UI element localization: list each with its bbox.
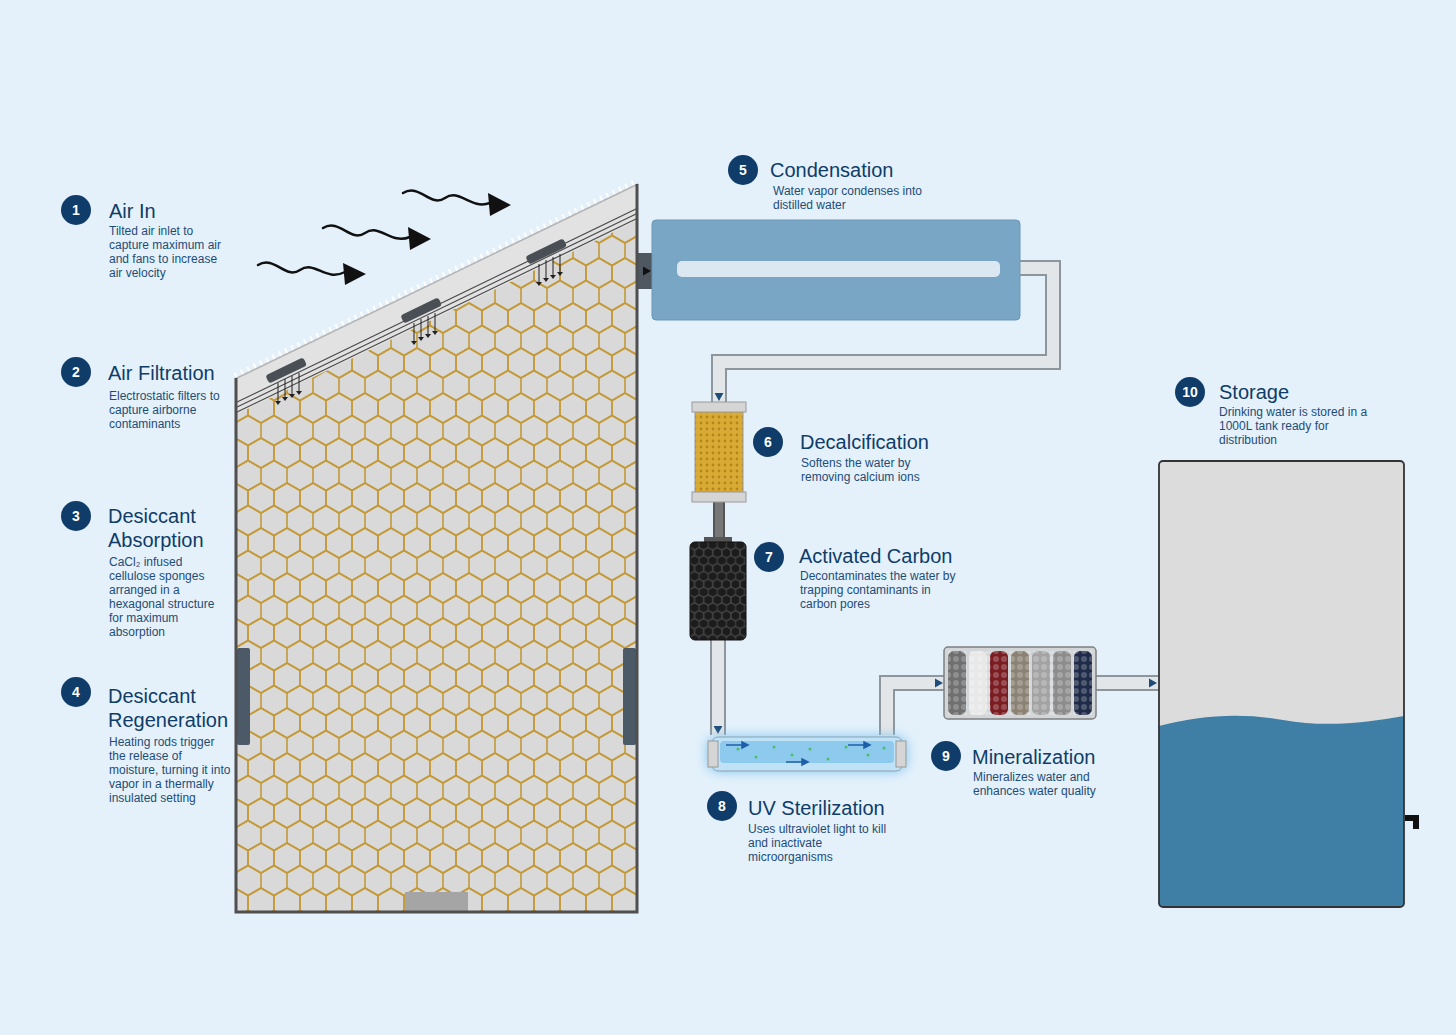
chamber-body [235, 183, 638, 913]
heating-rod [623, 648, 636, 745]
tube-cap [708, 741, 718, 767]
air-inlet-roof [235, 183, 638, 415]
step-description: Water vapor condenses into distilled wat… [773, 184, 923, 212]
mineral-layers [948, 651, 1092, 715]
flow-arrows [726, 742, 870, 765]
arrowhead [714, 726, 723, 734]
pipe-bore [887, 683, 944, 735]
pebble-texture [948, 651, 1092, 715]
step-heading: UV Sterilization [748, 796, 948, 820]
step-heading: Air In [109, 199, 233, 223]
cartridge-cap [692, 402, 746, 412]
pipe-wall [638, 253, 652, 289]
arrowhead [1149, 679, 1157, 688]
callout-number: 5 [728, 155, 758, 185]
mineral-cartridge [944, 647, 1096, 719]
pipe-wall [710, 640, 726, 735]
pipe-connector [638, 267, 652, 276]
cartridge-cap [692, 492, 746, 502]
step-description: Drinking water is stored in a 1000L tank… [1219, 405, 1369, 447]
step-description: Uses ultraviolet light to kill and inact… [748, 822, 888, 864]
step-heading: Decalcification [800, 430, 1000, 454]
decalcification-cartridge: DecalcificationSoftens the water by remo… [692, 402, 746, 502]
step-description: CaCl₂ infused cellulose sponges arranged… [109, 555, 231, 639]
callout-number: 2 [61, 357, 91, 387]
step-heading: Activated Carbon [799, 544, 999, 568]
storage-tank: StorageDrinking water is stored in a 100… [1158, 460, 1405, 908]
tank-body [1159, 461, 1404, 907]
uv-tube [712, 737, 902, 771]
callout-number: 3 [61, 501, 91, 531]
callout-number: 9 [931, 741, 961, 771]
decalcification-cartridge [692, 402, 746, 502]
wind-arrows [258, 191, 490, 275]
pipe-connector [1096, 679, 1158, 688]
uv-chamber [708, 735, 906, 773]
fan-airflow [278, 254, 560, 401]
uv-water [720, 741, 894, 763]
condenser [652, 220, 1020, 320]
pipe-connector [719, 502, 720, 537]
step-description: Tilted air inlet to capture maximum air … [109, 224, 231, 280]
pipe-wall [887, 683, 944, 735]
chamber-wall [236, 184, 637, 912]
step-description: Softens the water by removing calcium io… [801, 456, 941, 484]
drain-outlet [405, 892, 468, 911]
callout-number: 10 [1175, 377, 1205, 407]
step-heading: Desiccant Regeneration [108, 684, 232, 732]
desiccant-chamber [235, 183, 638, 913]
pipe-connector [887, 679, 944, 735]
callout-number: 8 [707, 791, 737, 821]
cartridge-housing [944, 647, 1096, 719]
uv-chamber: UV SterilizationUses ultraviolet light t… [708, 735, 906, 773]
step-heading: Mineralization [972, 745, 1172, 769]
callout-number: 4 [61, 677, 91, 707]
mineral-cartridge: MineralizationMineralizes water and enha… [944, 647, 1096, 719]
inlet-ridges [235, 181, 638, 376]
tank-water [1159, 716, 1404, 907]
honeycomb-sponges [235, 220, 638, 911]
pipe-bore [715, 502, 723, 537]
fan-airflow-heads [275, 272, 563, 405]
callout-number: 6 [753, 427, 783, 457]
pipe-bore [712, 640, 724, 735]
condenser-body [652, 220, 1020, 320]
fans [265, 238, 567, 383]
desiccant-chamber: Air InTilted air inlet to capture maximu… [235, 183, 638, 913]
step-description: Decontaminates the water by trapping con… [800, 569, 960, 611]
step-heading: Condensation [770, 158, 970, 182]
step-heading: Storage [1219, 380, 1419, 404]
callout-number: 1 [61, 195, 91, 225]
roof-edge [235, 184, 638, 379]
carbon-body [690, 542, 746, 640]
tube-cap [896, 741, 906, 767]
arrowhead [643, 267, 651, 276]
condenser: CondensationWater vapor condenses into d… [652, 220, 1020, 320]
step-description: Mineralizes water and enhances water qua… [973, 770, 1113, 798]
arrowhead [715, 393, 724, 401]
heating-rod [237, 648, 250, 745]
step-description: Electrostatic filters to capture airborn… [109, 389, 231, 431]
cartridge-body [695, 410, 743, 494]
arrowhead [935, 679, 943, 688]
pipe-wall [1096, 675, 1158, 691]
carbon-filter: Activated CarbonDecontaminates the water… [690, 537, 746, 640]
electrostatic-filter [235, 208, 638, 413]
callout-number: 7 [754, 542, 784, 572]
storage-tank [1158, 460, 1405, 908]
carbon-filter [690, 537, 746, 640]
microorganisms [737, 746, 886, 761]
tank-outline [1159, 461, 1404, 907]
step-description: Heating rods trigger the release of mois… [109, 735, 231, 805]
pipe-bore [1096, 677, 1158, 689]
pipe-wall [713, 502, 725, 537]
pipe-connector [714, 640, 723, 735]
step-heading: Air Filtration [108, 361, 232, 385]
tap [1405, 815, 1419, 829]
condenser-coil [677, 261, 1000, 277]
step-heading: Desiccant Absorption [108, 504, 232, 552]
